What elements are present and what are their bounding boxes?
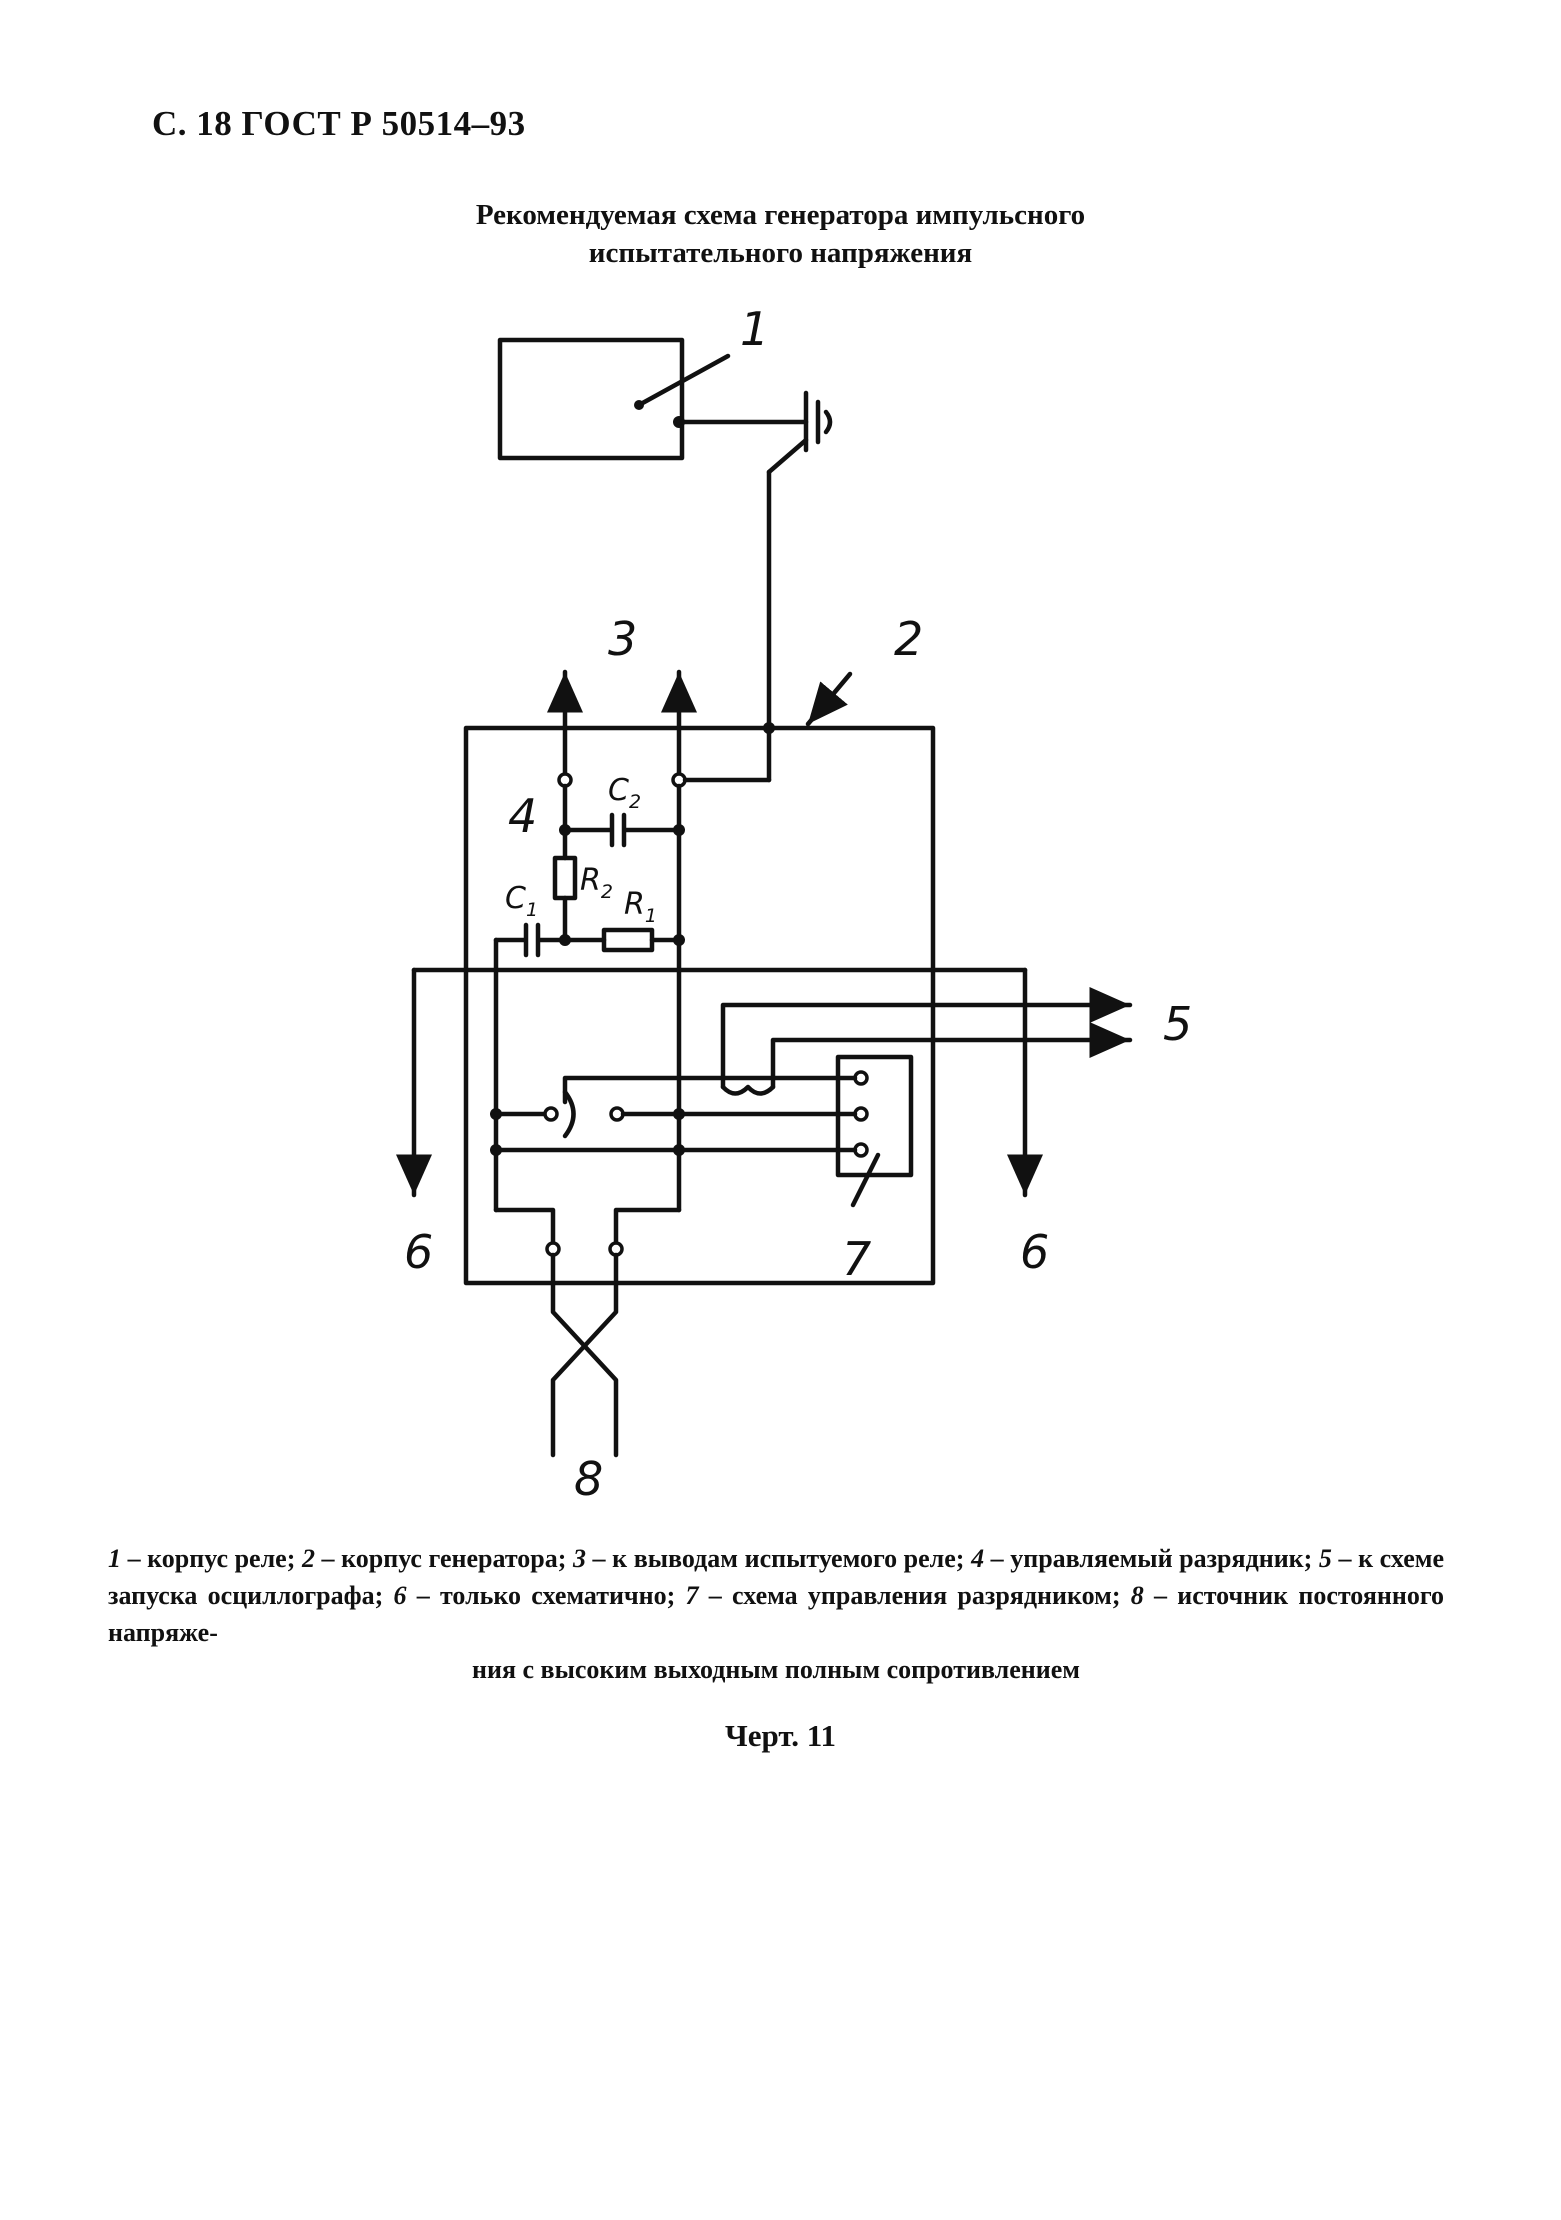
generator-internals <box>396 783 1133 1257</box>
oscilloscope-line-2 <box>770 1022 1133 1090</box>
callout-leader-1 <box>636 353 731 408</box>
label-c1: C1 <box>505 881 538 921</box>
ground-connection <box>676 390 833 731</box>
generator-housing <box>463 671 936 1286</box>
label-c2: C2 <box>608 773 641 813</box>
callout-leader-7 <box>850 1152 881 1208</box>
legend-item: 4 – управляемый разрядник; <box>971 1544 1319 1573</box>
figure-title-line-2: испытательного напряжения <box>588 237 973 269</box>
label-r2: R2 <box>580 863 613 903</box>
page-header: С. 18 ГОСТ Р 50514–93 <box>152 104 526 143</box>
figure-caption: Черт. 11 <box>724 1718 837 1753</box>
relay-housing <box>497 337 731 461</box>
callout-4: 4 <box>508 789 537 843</box>
trigger-wire <box>562 1075 858 1105</box>
legend-item: 2 – корпус генератора; <box>301 1544 573 1573</box>
callout-2: 2 <box>894 612 923 666</box>
spark-gap-electrode <box>543 1106 559 1122</box>
legend-item: 5 – к схеме запуска осциллографа; <box>108 1544 1444 1610</box>
callout-leader-2 <box>805 671 853 727</box>
callout-6-left: 6 <box>404 1225 433 1279</box>
legend-item: 7 – схема управления разрядником; <box>685 1581 1131 1610</box>
test-relay-outputs <box>547 669 772 788</box>
figure-title-line-1: Рекомендуемая схема генератора импульсно… <box>475 199 1086 231</box>
spark-gap-trigger <box>562 1089 576 1139</box>
callout-5: 5 <box>1163 997 1192 1051</box>
callout-8: 8 <box>574 1452 603 1506</box>
label-r1: R1 <box>624 887 657 927</box>
callout-7: 7 <box>842 1232 871 1286</box>
callout-6-right: 6 <box>1020 1225 1049 1279</box>
legend-item: 1 – корпус реле; <box>108 1544 302 1573</box>
callout-3: 3 <box>608 612 637 666</box>
legend-item: 6 – только схематично; <box>393 1581 686 1610</box>
legend-item: 3 – к выводам испытуемого реле; <box>572 1544 972 1573</box>
resistor-r1 <box>601 927 655 953</box>
oscilloscope-line-1 <box>720 987 1133 1090</box>
legend-last-line: ния с высоким выходным полным сопротивле… <box>471 1655 1080 1684</box>
resistor-r2 <box>552 855 578 901</box>
legend-item: 8 – источник постоянного напряже- <box>108 1581 1445 1647</box>
pulse-transformer <box>720 1084 776 1096</box>
dc-source-leads <box>550 1252 619 1458</box>
ground-bar-3 <box>823 409 833 435</box>
figure-legend: 1 – корпус реле; 2 – корпус генератора; … <box>108 1540 1444 1688</box>
figure-title: Рекомендуемая схема генератора импульсно… <box>0 196 1561 272</box>
callout-1: 1 <box>740 302 769 356</box>
